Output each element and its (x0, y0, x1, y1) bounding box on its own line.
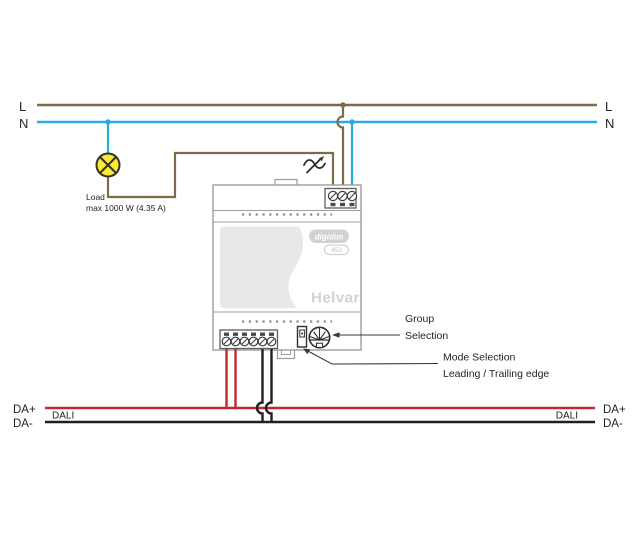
bottom-terminal-screws (221, 332, 277, 347)
clamp-indicator (224, 332, 229, 336)
device-face-panel (220, 226, 304, 308)
load-rating-label: max 1000 W (4.35 A) (86, 203, 166, 213)
clamp-indicator (260, 332, 265, 336)
phase-dimmer-icon (303, 156, 326, 174)
mode-label-line2: Leading / Trailing edge (443, 368, 549, 380)
da-minus-label-left: DA- (13, 418, 33, 430)
da-plus-label-right: DA+ (603, 404, 626, 416)
load-label: Load (86, 192, 105, 202)
clamp-indicator (251, 332, 256, 336)
group-label-line2: Selection (405, 330, 448, 342)
screw-slot (348, 192, 356, 200)
clamp-indicator (349, 202, 355, 207)
screw-slot (241, 338, 248, 345)
screw-slot (329, 192, 337, 200)
live-junction-dot (340, 102, 346, 108)
load-circuit (105, 102, 355, 199)
live-tap-wire (336, 105, 345, 192)
dial-tick (310, 336, 320, 341)
neutral-junction-dot-2 (349, 119, 355, 125)
dimmer-arrow-head (319, 156, 324, 162)
dial-tick (313, 331, 320, 341)
screw-slot (223, 338, 230, 345)
dial-tick (319, 336, 329, 341)
digidim-badge (309, 229, 349, 243)
dali-bus: DA+ DA- DALI DALI DA+ DA- (13, 347, 626, 430)
mode-label-line1: Mode Selection (443, 352, 516, 364)
dimmer-arrow-shaft (306, 158, 322, 174)
da-minus-wire-2 (264, 347, 273, 422)
live-label-right: L (605, 99, 612, 114)
model-badge (323, 244, 350, 256)
da-minus-wire-1 (255, 347, 264, 422)
live-label-left: L (19, 99, 26, 114)
bottom-terminal-block (219, 329, 279, 350)
dimmer-device: digidim 452 Helvar (212, 178, 362, 360)
lamp-cross-2 (99, 156, 117, 174)
screw-slot (250, 338, 257, 345)
mode-pointer-arrowhead (303, 348, 311, 355)
da-plus-label-left: DA+ (13, 404, 36, 416)
da-minus-label-right: DA- (603, 418, 623, 430)
screw-slot (268, 338, 275, 345)
lamp-icon: Load max 1000 W (4.35 A) (86, 152, 166, 213)
mode-selection-annotation: Mode Selection Leading / Trailing edge (303, 348, 549, 380)
dial-notch (315, 342, 324, 349)
dali-wires (225, 347, 237, 408)
clamp-indicator (233, 332, 238, 336)
neutral-label-left: N (19, 116, 28, 131)
top-terminal-block (324, 187, 358, 209)
load-wire (106, 151, 335, 199)
dali-bus-label-right: DALI (556, 411, 578, 422)
neutral-junction-dot (105, 119, 111, 125)
clamp-indicator (242, 332, 247, 336)
group-pointer-arrowhead (332, 332, 340, 338)
dali-bus-label-left: DALI (52, 411, 74, 422)
group-selection-annotation: Group Selection (332, 313, 448, 342)
mode-switch-dot (301, 332, 304, 335)
mode-pointer-line (305, 349, 439, 365)
clamp-indicator (330, 202, 336, 207)
clamp-indicator (269, 332, 274, 336)
mode-selection-switch (296, 325, 308, 348)
neutral-label-right: N (605, 116, 614, 131)
screw-slot (259, 338, 266, 345)
screw-slot (232, 338, 239, 345)
screw-slot (339, 192, 346, 200)
clamp-indicator (340, 202, 345, 207)
group-label-line1: Group (405, 313, 434, 325)
digidim-logo-text: digidim (315, 233, 343, 242)
brand-logo: Helvar (311, 290, 360, 307)
model-number: 452 (331, 247, 342, 254)
group-selection-dial (308, 326, 331, 349)
mains-lines: L N L N (19, 99, 614, 131)
top-terminal-screws (327, 190, 358, 207)
dial-tick (319, 331, 326, 341)
